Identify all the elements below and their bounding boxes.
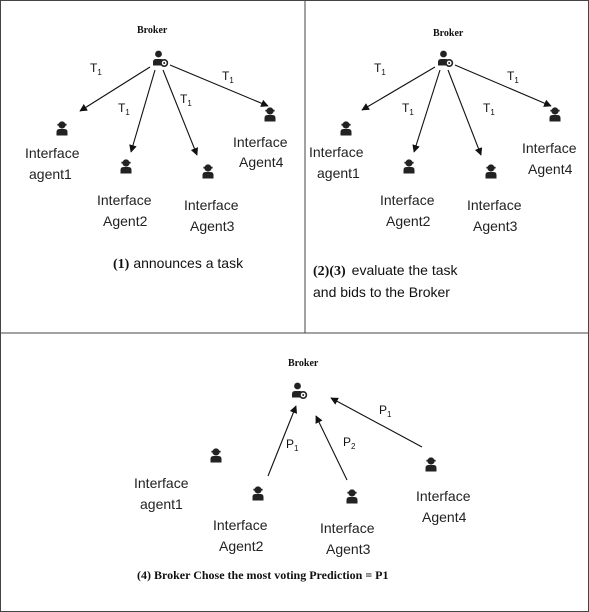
broker-icon (291, 381, 308, 400)
agent-icon (549, 107, 561, 122)
panel3-arrow-from-agent2 (267, 405, 298, 477)
panel1-edge-label: T1 (118, 101, 130, 117)
broker-icon (437, 49, 454, 67)
broker-icon (152, 49, 169, 67)
panel3-edge-label: P2 (343, 435, 356, 451)
panel1-arrow-agent3 (162, 69, 199, 156)
agent-icon (264, 107, 276, 122)
panel2-arrow-agent2 (412, 69, 441, 153)
panel2-edge-label: T1 (374, 61, 386, 77)
panel1-caption: (1)announces a task (113, 255, 244, 272)
panel2-broker-label: Broker (433, 28, 464, 39)
agent-icon (120, 159, 132, 174)
panel2-edge-label: T1 (507, 69, 519, 85)
agent-icon (425, 457, 437, 472)
panel2-edge-label: T1 (402, 101, 414, 117)
agent-icon (346, 489, 358, 504)
panel3-arrow-from-agent4 (330, 397, 423, 448)
panel1-arrow-agent4 (169, 64, 269, 107)
panel1-arrow-agent1 (79, 66, 151, 112)
panel3-edge-label: P1 (379, 403, 392, 419)
panel1-edge-label: T1 (180, 92, 192, 108)
panel1-edge-label: T1 (222, 69, 234, 85)
panel1-arrow-agent2 (129, 69, 156, 153)
panel2-arrow-agent4 (454, 64, 552, 107)
panel3-arrow-from-agent3 (315, 415, 348, 481)
panel2-arrow-agent1 (361, 66, 436, 111)
panel1-edge-label: T1 (90, 61, 102, 77)
agent-icon (403, 159, 415, 174)
agent-icon (340, 121, 352, 136)
panel3-edge-label: P1 (286, 437, 299, 453)
agent-icon (252, 486, 264, 501)
panel3-caption: (4) Broker Chose the most voting Predict… (137, 568, 388, 582)
agent-icon (56, 121, 68, 136)
agent-icon (210, 448, 222, 463)
agent-icon (202, 164, 214, 179)
panel3-broker-label: Broker (288, 358, 319, 369)
panel2-edge-label: T1 (483, 101, 495, 117)
panel1-broker-label: Broker (137, 25, 168, 36)
panel2-arrow-agent3 (447, 69, 483, 156)
agent-icon (485, 164, 497, 179)
